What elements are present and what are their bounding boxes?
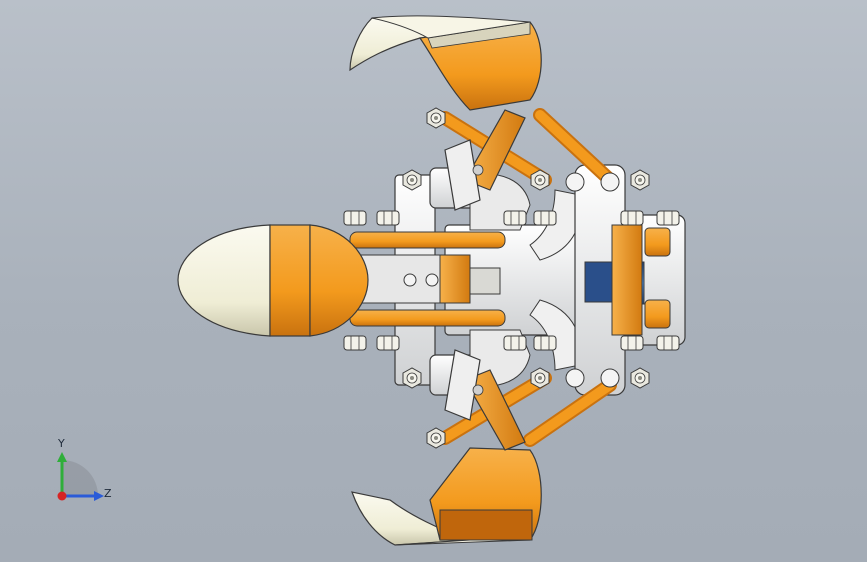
triad-z-label: Z [104,487,112,500]
fasteners [343,107,680,449]
triad-y-label: Y [58,437,65,450]
orientation-triad[interactable]: Y Z [44,438,124,518]
front-rods[interactable] [349,231,506,327]
lower-claw-jaw[interactable] [351,447,542,546]
triad-axes-icon [57,452,104,501]
rear-orange-bracket[interactable] [611,224,671,336]
upper-claw-jaw[interactable] [349,15,542,111]
front-nose-tool[interactable] [177,224,369,337]
